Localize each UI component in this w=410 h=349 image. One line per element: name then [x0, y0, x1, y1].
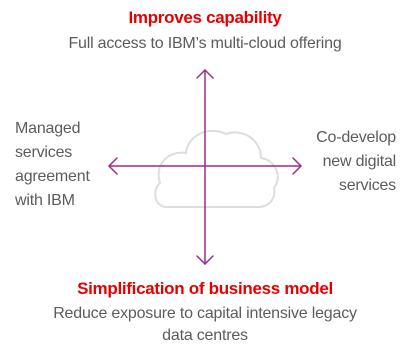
left-label-line: services	[15, 144, 73, 161]
bottom-description-line: data centres	[162, 327, 248, 344]
cloud-icon	[154, 129, 279, 209]
left-label: Managed services agreement with IBM	[15, 117, 90, 213]
left-label-line: agreement	[15, 168, 90, 185]
top-heading: Improves capability	[128, 8, 282, 27]
arrow-down-icon	[196, 255, 214, 265]
bottom-description-line: Reduce exposure to capital intensive leg…	[53, 305, 357, 322]
arrow-up-icon	[196, 69, 214, 79]
arrow-right-icon	[292, 157, 302, 175]
arrow-left-icon	[108, 157, 118, 175]
right-label: Co-develop new digital services	[316, 126, 396, 198]
bottom-heading: Simplification of business model	[77, 279, 333, 298]
right-label-line: Co-develop	[316, 129, 396, 146]
top-description: Full access to IBM’s multi-cloud offerin…	[68, 35, 342, 52]
left-label-line: with IBM	[15, 192, 75, 209]
right-label-line: services	[338, 177, 396, 194]
right-label-line: new digital	[322, 153, 397, 170]
left-label-line: Managed	[15, 120, 81, 137]
